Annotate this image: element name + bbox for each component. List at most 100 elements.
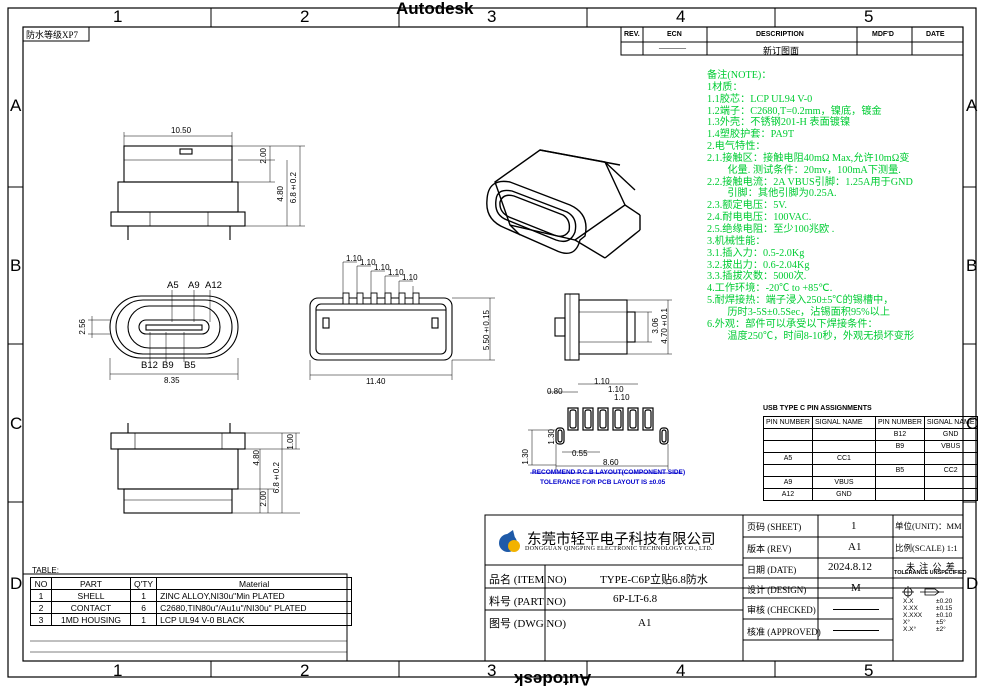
usb-cell: A9 (763, 476, 813, 489)
bom-cell: CONTACT (51, 601, 131, 614)
zone-row-b-right: B (966, 256, 978, 275)
note-line: 历时3-5S±0.5Sec，沾锡面积95%以上 (707, 306, 891, 318)
usb-header: SIGNAL NAME (923, 416, 978, 429)
note-line: 1.4塑胶护套：PA9T (707, 129, 795, 141)
note-line: 引脚：其他引脚为0.25A. (707, 188, 837, 200)
dim-pitch-4: 1.10 (388, 268, 404, 277)
usb-cell (811, 428, 876, 441)
approved-label: 核准 (APPROVED) (747, 627, 821, 637)
tol-key-2: X.XXX (903, 612, 923, 619)
rev-value: A1 (848, 541, 862, 553)
note-line: 温度250℃，时间8-10秒，外观无损坏变形 (707, 330, 915, 342)
zone-row-a: A (10, 96, 22, 115)
usb-cell (763, 440, 813, 453)
sheet-value: 1 (851, 520, 857, 532)
dim-top-h3: 6.8±0.2 (289, 172, 298, 204)
bom-header: PART (51, 577, 131, 590)
zone-row-c: C (10, 414, 23, 433)
zone-col-1: 1 (113, 7, 123, 26)
zone-row-d-right: D (966, 574, 979, 593)
part-value: 6P-LT-6.8 (613, 593, 658, 605)
date-label: 日期 (DATE) (747, 565, 797, 575)
dim-pitch-2: 1.10 (360, 258, 376, 267)
usb-cell (874, 476, 925, 489)
dim-side-width: 11.40 (366, 377, 386, 386)
dim-top-h2: 4.80 (276, 186, 285, 202)
dim-bottom-h4: 2.00 (259, 491, 268, 507)
bom-cell: 1 (129, 613, 158, 626)
zone-col-5: 5 (864, 7, 874, 26)
pcb-note-layout: RECOMMEND P.C.B LAYOUT(COMPONENT SIDE) (532, 469, 686, 476)
rev-header-rev: REV. (624, 31, 640, 38)
usb-header: SIGNAL NAME (811, 416, 876, 429)
note-line: 2.5.绝缘电阻：至少100兆欧 . (707, 223, 835, 235)
checked-label: 审核 (CHECKED) (747, 605, 816, 615)
waterproof-grade-label: 防水等级XP7 (26, 30, 79, 40)
dim-pcb-130-a: 1.30 (547, 429, 556, 445)
date-value: 2024.8.12 (828, 561, 872, 573)
bom-header: NO (30, 577, 52, 590)
unit-label: 单位(UNIT)：MM (895, 521, 962, 531)
tol-val-1: ±0.15 (936, 605, 953, 612)
usb-cell: GND (923, 428, 978, 441)
company-logo (499, 530, 520, 552)
bom-cell: 1 (129, 589, 158, 602)
rev-header-description: DESCRIPTION (756, 31, 804, 38)
usb-cell (874, 488, 925, 501)
note-line: 1.3外壳：不锈钢201-H 表面镀镍 (707, 117, 851, 129)
pcb-note-tolerance: TOLERANCE FOR PCB LAYOUT IS ±0.05 (540, 479, 666, 486)
item-value: TYPE-C6P立贴6.8防水 (600, 574, 708, 586)
bom-cell: C2680,TIN80u"/Au1u"/NI30u" PLATED (156, 601, 353, 614)
usb-table-title: USB TYPE C PIN ASSIGNMENTS (763, 405, 872, 412)
usb-cell: GND (811, 488, 876, 501)
tol-key-3: X° (903, 619, 910, 626)
rev-header-mdfd: MDF'D (872, 31, 894, 38)
zone-row-a-right: A (966, 96, 978, 115)
zone-row-d: D (10, 574, 23, 593)
dim-pcb-080: 0.80 (547, 387, 563, 396)
dim-top-width: 10.50 (171, 126, 192, 135)
bom-cell: LCP UL94 V-0 BLACK (156, 613, 353, 626)
pin-label-b9: B9 (162, 360, 174, 371)
note-line: 2.1.接触区：接触电阻40mΩ Max,允许10mΩ变 (707, 152, 910, 164)
note-line: 3.3.插拔次数：5000次. (707, 271, 807, 283)
bom-cell: SHELL (51, 589, 131, 602)
bom-cell: 2 (30, 601, 52, 614)
dwg-label: 图号 (DWG NO) (489, 618, 566, 630)
bom-cell: 1 (30, 589, 52, 602)
dim-pcb-130-b: 1.30 (521, 449, 530, 465)
note-line: 4.工作环境：-20℃ to +85℃. (707, 283, 833, 295)
tol-val-2: ±0.10 (936, 612, 953, 619)
dim-pitch-5: 1.10 (402, 273, 418, 282)
tol-key-1: X.XX (903, 605, 918, 612)
usb-cell (811, 464, 876, 477)
zone-col-4-bottom: 4 (676, 661, 686, 680)
dim-pitch-3: 1.10 (374, 263, 390, 272)
pin-label-b12: B12 (141, 360, 158, 371)
dim-pcb-860: 8.60 (603, 458, 619, 467)
rev-description-value: 新订图面 (763, 46, 800, 56)
dim-bottom-h2: 4.80 (252, 450, 261, 466)
scale-label: 比例(SCALE) 1:1 (895, 543, 958, 553)
technical-notes: 备注(NOTE)： 1材质： 1.1胶芯：LCP UL94 V-0 1.2端子：… (707, 70, 969, 342)
usb-header: PIN NUMBER (763, 416, 813, 429)
dim-pcb-055: 0.55 (572, 449, 588, 458)
note-line: 2.2.接触电流：2A VBUS引脚：1.25A用于GND (707, 176, 913, 188)
note-line: 备注(NOTE)： (707, 70, 772, 81)
usb-cell: VBUS (811, 476, 876, 489)
brand-label-mirrored: Autodesk (514, 670, 592, 689)
dim-front-height: 2.56 (78, 319, 87, 335)
note-line: 1.1胶芯：LCP UL94 V-0 (707, 93, 813, 105)
tol-val-4: ±2° (936, 626, 946, 633)
pin-label-a9: A9 (188, 280, 200, 291)
zone-col-4: 4 (676, 7, 686, 26)
dim-pcb-110-b: 1.10 (608, 385, 624, 394)
dwg-value: A1 (638, 617, 652, 629)
note-line: 3.2.拔出力：0.6-2.04Kg (707, 259, 810, 271)
usb-cell: CC1 (811, 452, 876, 465)
